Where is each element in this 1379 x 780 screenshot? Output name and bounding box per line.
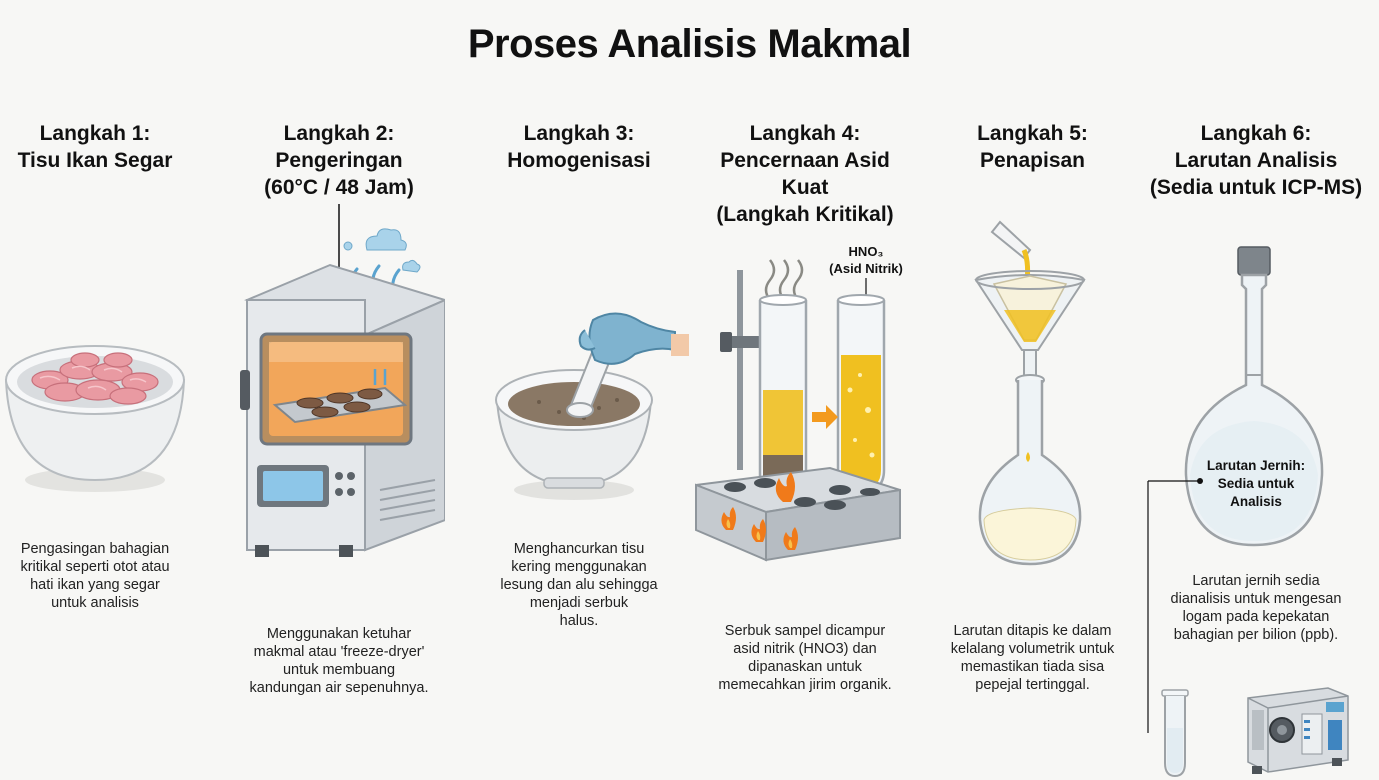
step-3-description: Menghancurkan tisu kering menggunakan le… [500, 541, 658, 629]
step-4: Langkah 4: Pencernaan Asid Kuat (Langkah… [690, 0, 920, 780]
step-1-description: Pengasingan bahagian kritikal seperti ot… [20, 541, 170, 611]
step-6: Langkah 6: Larutan Analisis (Sedia untuk… [1138, 0, 1374, 780]
acid-formula-label: HNO₃ [849, 244, 884, 259]
step-6-title: Langkah 6: Larutan Analisis (Sedia untuk… [1149, 122, 1363, 199]
page-title: Proses Analisis Makmal [467, 22, 912, 66]
step-4-description: Serbuk sampel dicampur asid nitrik (HNO3… [718, 623, 892, 693]
acid-digestion-illustration: HNO₃ (Asid Nitrik) [695, 244, 903, 562]
mortar-pestle-illustration [495, 312, 689, 500]
connector-line [1147, 481, 1149, 733]
filtration-funnel-flask-illustration [974, 220, 1086, 566]
clear-solution-label-line1: Larutan Jernih: [1207, 458, 1305, 473]
clear-solution-label-line3: Analisis [1230, 494, 1282, 509]
step-1-title: Langkah 1: Tisu Ikan Segar [17, 122, 173, 172]
step-2-title: Langkah 2: Pengeringan (60°C / 48 Jam) [264, 122, 414, 199]
volumetric-flask-illustration: Larutan Jernih: Sedia untuk Analisis [1148, 246, 1324, 547]
lab-oven-illustration [240, 204, 445, 557]
acid-name-label: (Asid Nitrik) [829, 261, 903, 276]
step-2-description: Menggunakan ketuhar makmal atau 'freeze-… [249, 626, 429, 696]
icp-ms-instrument-illustration [1247, 687, 1349, 774]
step-5: Langkah 5: Penapisan Larutan ditapis ke … [930, 0, 1135, 780]
step-1: Langkah 1: Tisu Ikan Segar Pengasingan b… [0, 0, 190, 780]
fish-tissue-bowl-illustration [4, 345, 186, 492]
step-6-description: Larutan jernih sedia dianalisis untuk me… [1170, 573, 1342, 643]
step-2: Langkah 2: Pengeringan (60°C / 48 Jam) [220, 0, 458, 780]
step-3: Langkah 3: Homogenisasi Menghancurkan ti… [474, 0, 689, 780]
step-5-description: Larutan ditapis ke dalam kelalang volume… [950, 623, 1115, 693]
step-3-title: Langkah 3: Homogenisasi [507, 122, 651, 172]
clear-solution-label-line2: Sedia untuk [1218, 476, 1295, 491]
step-4-title: Langkah 4: Pencernaan Asid Kuat (Langkah… [716, 122, 894, 226]
test-tube-illustration [1161, 689, 1189, 778]
step-5-title: Langkah 5: Penapisan [977, 122, 1088, 172]
